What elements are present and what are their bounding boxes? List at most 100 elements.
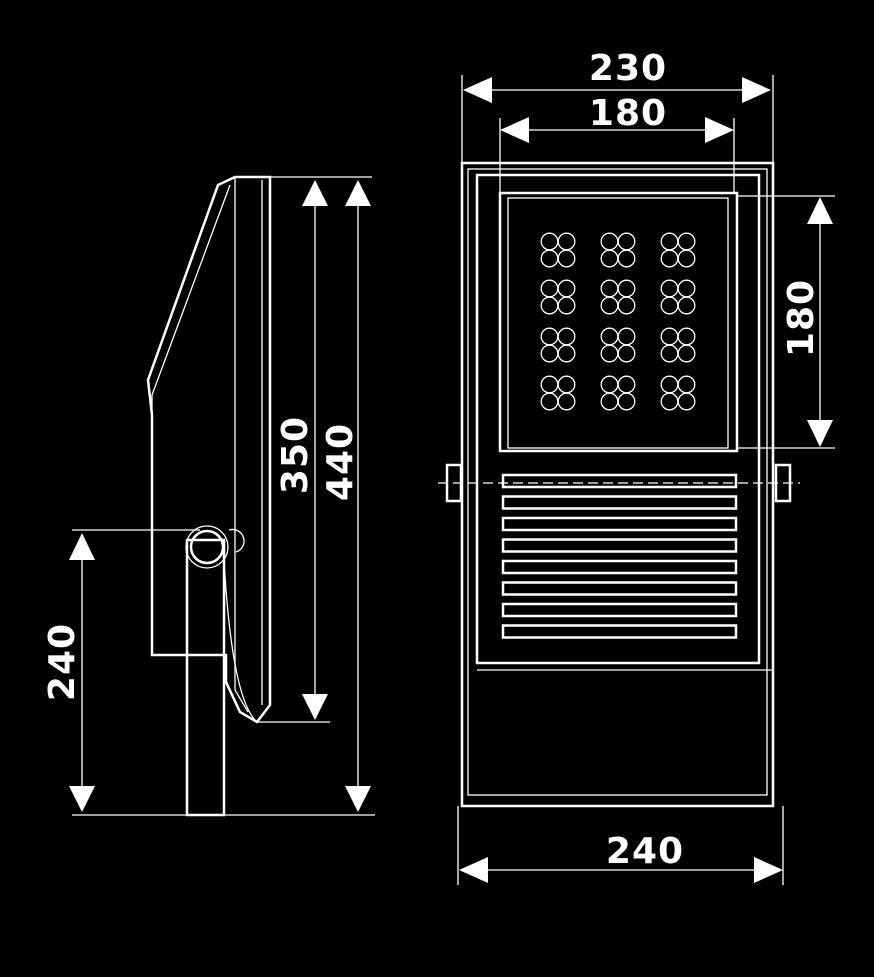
led-lens [557, 344, 576, 363]
led-panel-inner [507, 197, 729, 449]
led-lens [677, 344, 696, 363]
led-lens [540, 232, 559, 251]
led-lens [677, 296, 696, 315]
dim-label-350: 350 [275, 416, 316, 494]
side-extension-lines [72, 176, 375, 816]
led-lens [677, 279, 696, 298]
led-lens [540, 279, 559, 298]
led-lens [600, 279, 619, 298]
led-lens [557, 392, 576, 411]
led-lens [557, 296, 576, 315]
led-lens [660, 249, 679, 268]
dim-front-base-width: 240 [459, 831, 783, 883]
dim-label-240-base: 240 [606, 831, 684, 872]
led-lens [557, 279, 576, 298]
led-lens [617, 375, 636, 394]
led-cluster [540, 279, 576, 315]
led-lens [617, 392, 636, 411]
dim-label-180-width: 180 [589, 93, 667, 134]
louver-slat [501, 624, 738, 639]
side-housing [146, 175, 272, 724]
louver-slat [501, 559, 738, 575]
dim-side-total-height: 440 [320, 180, 371, 812]
led-lens [600, 392, 619, 411]
louver-slat [501, 473, 738, 489]
led-lens [660, 296, 679, 315]
led-lens [660, 375, 679, 394]
side-view [146, 175, 272, 817]
led-lens [600, 344, 619, 363]
led-lens [540, 327, 559, 346]
led-lens [677, 392, 696, 411]
led-grid [540, 232, 696, 411]
led-cluster [540, 375, 576, 411]
led-lens [677, 375, 696, 394]
led-lens [660, 344, 679, 363]
led-cluster [660, 327, 696, 363]
front-housing [475, 173, 761, 665]
louver-slat [501, 495, 738, 510]
front-extension-lines [457, 75, 835, 885]
led-lens [660, 392, 679, 411]
led-panel-outer [498, 191, 739, 453]
led-cluster [600, 375, 636, 411]
led-lens [617, 344, 636, 363]
louver-slats [501, 473, 738, 639]
led-lens [617, 279, 636, 298]
dim-side-body-height: 350 [275, 180, 328, 720]
led-cluster [540, 232, 576, 268]
side-pivot-knob [189, 529, 225, 565]
led-lens [600, 375, 619, 394]
led-lens [600, 232, 619, 251]
dim-front-panel-height: 180 [781, 197, 833, 447]
led-lens [617, 232, 636, 251]
louver-slat [501, 538, 738, 553]
led-lens [617, 249, 636, 268]
side-front-glass [234, 177, 249, 713]
led-cluster [600, 232, 636, 268]
led-cluster [660, 232, 696, 268]
led-lens [557, 327, 576, 346]
dim-front-outer-width: 230 [463, 48, 771, 103]
led-cluster [540, 327, 576, 363]
front-view [438, 161, 800, 808]
led-lens [540, 344, 559, 363]
led-lens [677, 232, 696, 251]
front-inner-frame [467, 168, 768, 796]
led-lens [660, 327, 679, 346]
louver-slat [501, 581, 738, 596]
led-lens [617, 296, 636, 315]
side-bracket-pole [185, 538, 226, 817]
side-back-slope [151, 184, 231, 415]
louver-slat [501, 602, 738, 618]
led-lens [660, 279, 679, 298]
led-lens [557, 375, 576, 394]
dim-label-180-height: 180 [781, 279, 822, 357]
led-lens [617, 327, 636, 346]
dim-label-230: 230 [589, 48, 667, 89]
led-lens [600, 327, 619, 346]
led-cluster [660, 375, 696, 411]
led-lens [660, 232, 679, 251]
led-lens [540, 249, 559, 268]
dim-side-mount-height: 240 [42, 533, 95, 812]
side-pivot-lobe [228, 528, 245, 553]
dim-front-inner-width: 180 [500, 93, 734, 143]
led-lens [677, 327, 696, 346]
led-lens [540, 375, 559, 394]
led-lens [557, 232, 576, 251]
dim-label-440: 440 [320, 423, 361, 501]
led-lens [557, 249, 576, 268]
led-lens [600, 296, 619, 315]
louver-slat [501, 516, 738, 532]
led-lens [540, 392, 559, 411]
led-lens [600, 249, 619, 268]
led-cluster [600, 279, 636, 315]
led-lens [540, 296, 559, 315]
side-pivot-outer [185, 525, 229, 569]
dim-label-240-side: 240 [42, 623, 83, 701]
led-lens [677, 249, 696, 268]
side-bracket-curve [223, 559, 258, 723]
led-cluster [600, 327, 636, 363]
